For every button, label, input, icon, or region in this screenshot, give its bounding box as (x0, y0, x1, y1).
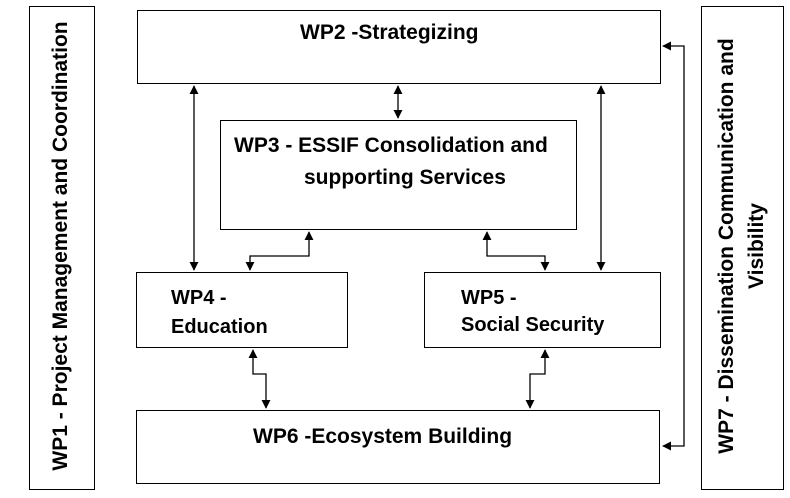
wp5-label-line2: Social Security (461, 314, 605, 336)
arrow-wp4-wp6 (248, 349, 271, 409)
wp6-box (136, 410, 660, 484)
wp5-box (424, 272, 661, 348)
wp7-box (701, 6, 784, 490)
wp3-label-line1: WP3 - ESSIF Consolidation and (234, 134, 548, 157)
wp4-box (136, 272, 348, 348)
wp1-box (29, 6, 95, 490)
wp2-label: WP2 -Strategizing (300, 21, 479, 44)
arrow-wp3-wp5 (482, 231, 550, 271)
arrow-wp5-wp6 (525, 349, 550, 409)
wp2-box (137, 10, 661, 84)
wp4-label-line1: WP4 - (171, 287, 227, 309)
arrow-wp3-wp4 (245, 231, 314, 271)
wp4-label-line2: Education (171, 316, 268, 338)
wp3-box (220, 120, 577, 230)
wp6-label: WP6 -Ecosystem Building (253, 425, 513, 448)
wp5-label-line1: WP5 - (461, 287, 517, 309)
wp3-label-line2: supporting Services (304, 166, 506, 189)
arrow-wp7-wp2-wp6 (662, 41, 685, 451)
